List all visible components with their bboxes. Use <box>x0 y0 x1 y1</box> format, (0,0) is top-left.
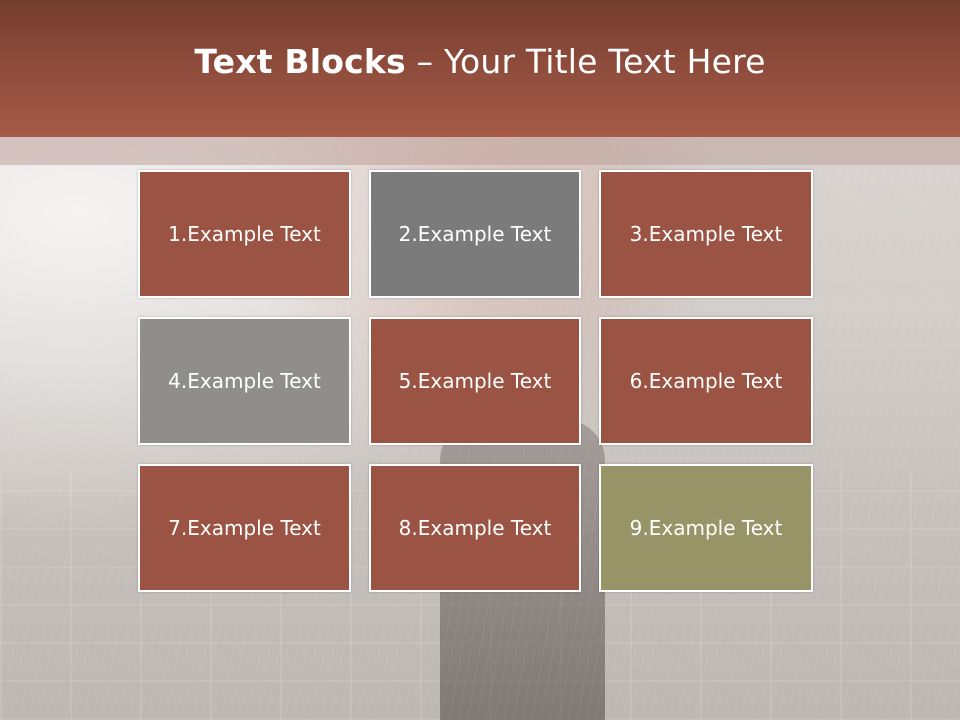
text-block-label: 7.Example Text <box>168 516 321 540</box>
text-block-label: 5.Example Text <box>398 369 552 393</box>
text-block-4[interactable]: 4.Example Text <box>138 317 351 445</box>
text-block-label: 6.Example Text <box>629 369 783 393</box>
title-bar-shadow-strip <box>0 137 960 165</box>
text-block-label: 4.Example Text <box>168 369 321 393</box>
text-block-label: 2.Example Text <box>398 222 552 246</box>
title-dash: – <box>405 42 444 81</box>
title-rest-part: Your Title Text Here <box>443 42 766 81</box>
text-block-grid: 1.Example Text 2.Example Text 3.Example … <box>138 170 813 592</box>
text-block-1[interactable]: 1.Example Text <box>138 170 351 298</box>
text-block-5[interactable]: 5.Example Text <box>369 317 581 445</box>
text-block-9[interactable]: 9.Example Text <box>599 464 813 592</box>
text-block-label: 8.Example Text <box>398 516 552 540</box>
text-block-label: 1.Example Text <box>168 222 321 246</box>
text-block-8[interactable]: 8.Example Text <box>369 464 581 592</box>
text-block-label: 9.Example Text <box>629 516 783 540</box>
text-block-7[interactable]: 7.Example Text <box>138 464 351 592</box>
title-bold-part: Text Blocks <box>194 42 406 81</box>
text-block-3[interactable]: 3.Example Text <box>599 170 813 298</box>
text-block-label: 3.Example Text <box>629 222 783 246</box>
slide-title: Text Blocks – Your Title Text Here <box>194 42 765 81</box>
text-block-6[interactable]: 6.Example Text <box>599 317 813 445</box>
text-block-2[interactable]: 2.Example Text <box>369 170 581 298</box>
title-bar: Text Blocks – Your Title Text Here <box>0 0 960 137</box>
